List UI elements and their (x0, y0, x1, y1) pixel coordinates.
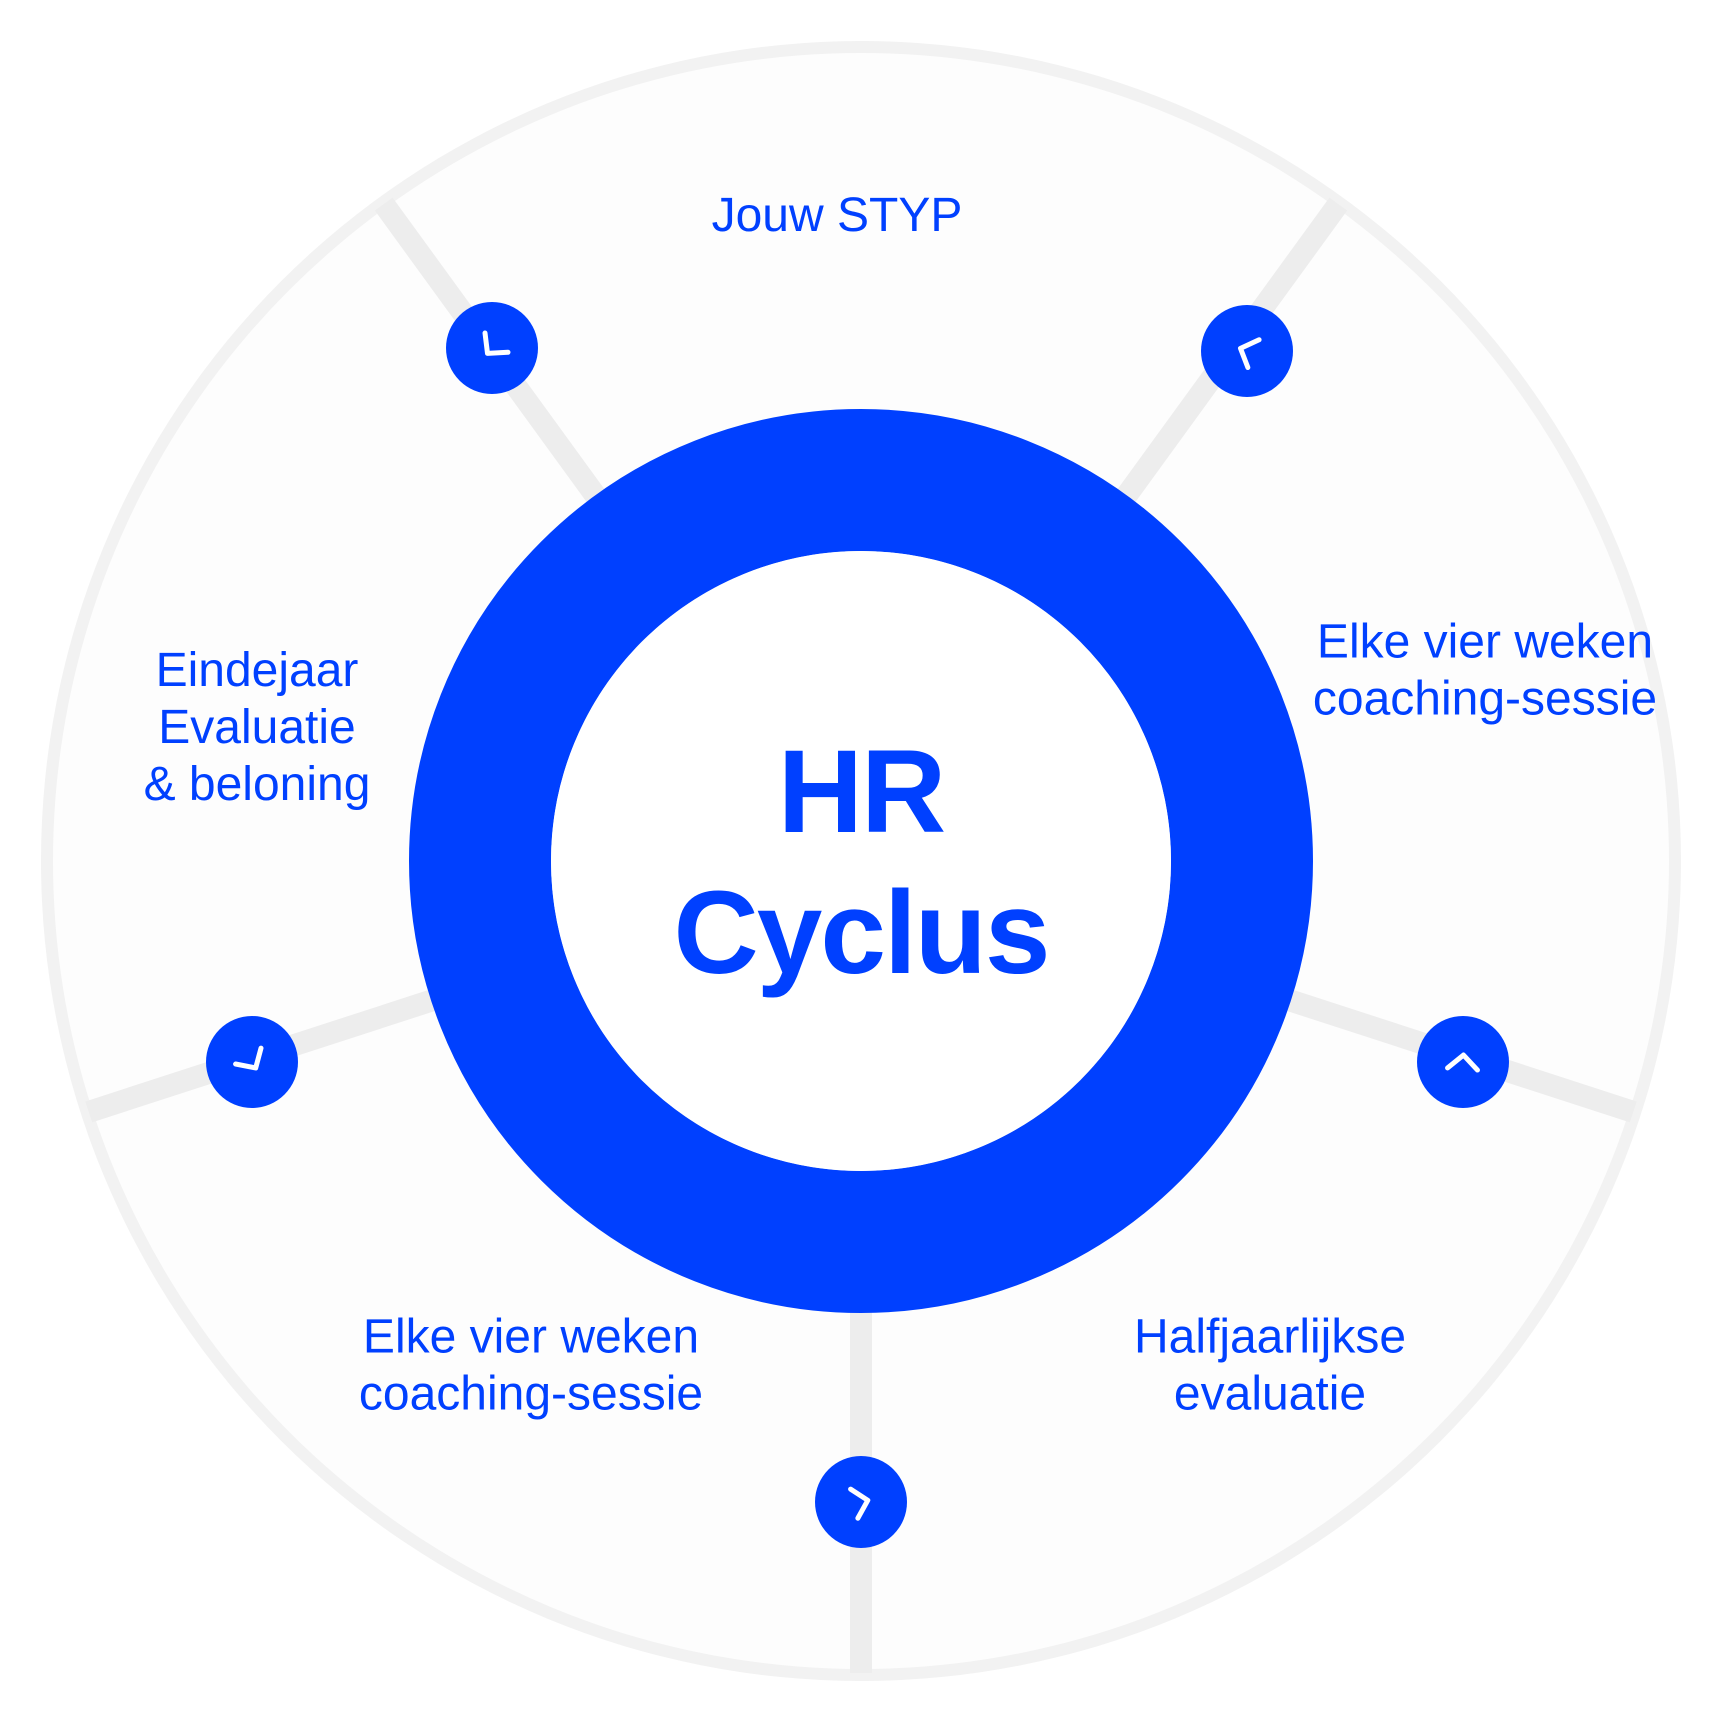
segment-label-line: Elke vier weken (1317, 616, 1653, 669)
segment-label-line: Evaluatie (158, 701, 355, 754)
segment-wedges (52, 53, 1669, 1669)
chevron-arrow-icon (482, 330, 511, 356)
center-title-line1: HR (778, 726, 944, 858)
segment-label-line: evaluatie (1174, 1368, 1366, 1421)
segment-wedge (52, 207, 603, 1111)
segment-label-line: coaching-sessie (1313, 673, 1657, 726)
divider-arrows (206, 302, 1509, 1548)
center-title-line2: Cyclus (674, 867, 1049, 999)
chevron-arrow-icon (233, 1045, 264, 1071)
segment-label-line: Elke vier weken (363, 1311, 699, 1364)
segment-label-line: & beloning (144, 758, 371, 811)
chevron-arrow-icon (1445, 1052, 1480, 1073)
segment-label-line: Eindejaar (156, 644, 359, 697)
segment-label-line: Halfjaarlijkse (1134, 1311, 1406, 1364)
marker-circle (1201, 305, 1293, 397)
center-ring (409, 409, 1313, 1313)
divider-marker (206, 1016, 298, 1108)
marker-circle (1417, 1016, 1509, 1108)
marker-circle (206, 1016, 298, 1108)
marker-circle (446, 302, 538, 394)
segment-wedge (1119, 207, 1669, 1111)
segment-wedge (861, 996, 1630, 1669)
segment-label-line: coaching-sessie (359, 1368, 703, 1421)
divider-marker (1417, 1016, 1509, 1108)
segment-wedge (92, 996, 862, 1669)
divider-marker (1201, 305, 1293, 397)
segment-wedge (386, 53, 1336, 506)
chevron-arrow-icon (1238, 337, 1262, 371)
segment-label-line: Jouw STYP (712, 189, 963, 242)
chevron-arrow-icon (848, 1486, 871, 1521)
marker-circle (815, 1456, 907, 1548)
divider-marker (446, 302, 538, 394)
center-disc (551, 551, 1171, 1171)
divider-marker (815, 1456, 907, 1548)
